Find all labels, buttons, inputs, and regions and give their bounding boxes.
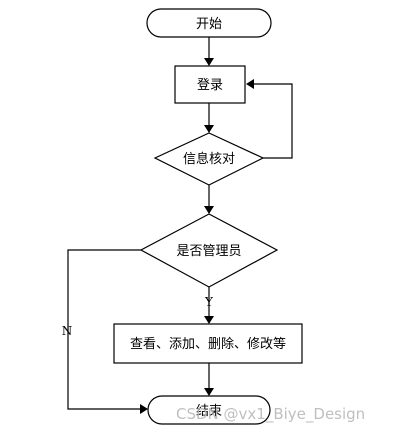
start-terminator: [146, 8, 272, 38]
verify-label: 信息核对: [183, 151, 235, 167]
edge-isadmin-end-no: [67, 249, 142, 410]
manage-process-box: [113, 323, 303, 364]
manage-label: 查看、添加、删除、修改等: [130, 336, 286, 352]
arrowhead-login-verify: [204, 125, 214, 133]
no-edge-label: N: [62, 324, 73, 338]
arrowhead-manage-end: [204, 388, 214, 396]
is-admin-label: 是否管理员: [176, 244, 241, 259]
login-process-box: [174, 65, 246, 104]
arrowhead-start-login: [204, 58, 214, 66]
verify-decision-diamond: [153, 132, 265, 186]
csdn-watermark: CSDN @vx1_Biye_Design: [176, 405, 365, 424]
arrowhead-verify-login-loop: [246, 79, 254, 89]
end-terminator: [147, 395, 271, 425]
end-label: 结束: [196, 404, 222, 419]
login-label: 登录: [197, 78, 223, 93]
edge-verify-login-loop: [252, 83, 293, 159]
arrowhead-verify-isadmin: [204, 206, 214, 214]
arrowhead-isadmin-manage: [204, 316, 214, 324]
is-admin-decision-diamond: [139, 213, 279, 288]
start-label: 开始: [196, 17, 222, 32]
arrowhead-isadmin-end-no: [140, 404, 148, 414]
yes-edge-label: Y: [204, 295, 214, 309]
